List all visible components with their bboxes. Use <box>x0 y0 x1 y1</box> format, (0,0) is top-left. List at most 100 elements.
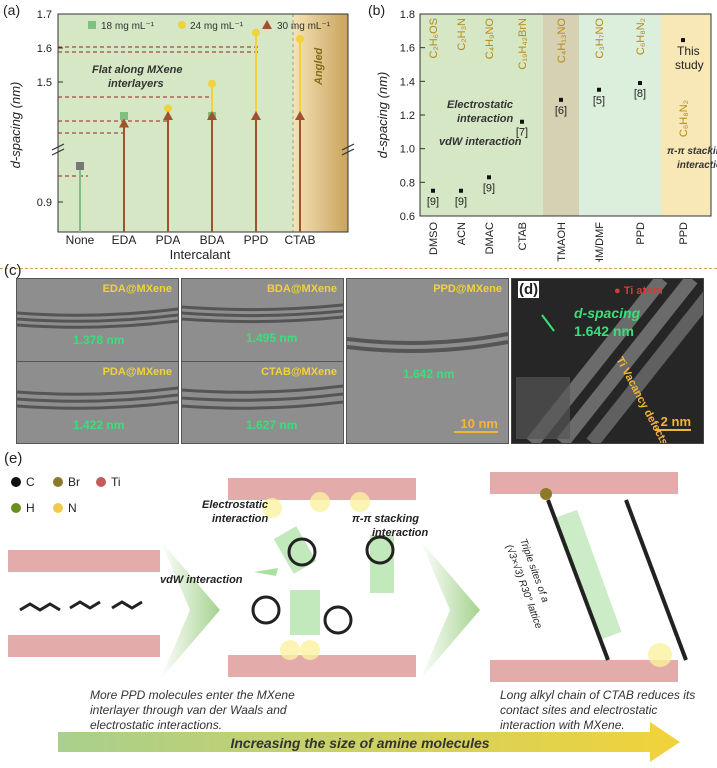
b-xtick-label: HM/DMF <box>594 222 606 262</box>
b-xtick-label: PPD <box>678 222 690 245</box>
b-formula: C₂H₆OS <box>428 18 440 59</box>
a-xtick-pda: PDA <box>156 233 181 247</box>
b-ref: [9] <box>455 196 467 208</box>
legend-a-18: 18 mg mL⁻¹ <box>101 21 155 32</box>
tem-bda-label: BDA@MXene <box>266 283 337 295</box>
tem-bda: BDA@MXene 1.495 nm <box>181 278 344 362</box>
xlabel-a: Intercalant <box>170 247 231 262</box>
e-electrostatic2: interaction <box>212 513 269 525</box>
b-this: This <box>677 44 700 58</box>
b-point <box>431 188 435 193</box>
flat-region <box>58 14 293 232</box>
atom-legend-label: C <box>26 475 35 489</box>
left-mxene <box>8 550 160 657</box>
a-point-30 <box>207 111 217 120</box>
b-formula: C₃H₇NO <box>594 18 606 59</box>
b-ref: [7] <box>516 127 528 139</box>
tem-ppd: PPD@MXene 1.642 nm 10 nm <box>346 278 509 444</box>
atom-legend-ti <box>96 477 106 487</box>
a-point-18 <box>76 162 84 170</box>
b-xtick-label: TMAOH <box>556 222 568 262</box>
tem-pda-d: 1.422 nm <box>73 418 125 432</box>
b-xtick-label: DMAC <box>484 222 496 254</box>
atom-legend-label: Br <box>68 475 80 489</box>
atom-legend-br <box>53 477 63 487</box>
b-pipi: π-π stacking <box>667 146 717 157</box>
region-flat-label: Flat along MXene <box>92 64 182 76</box>
stem-image: ● Ti atom d-spacing 1.642 nm Ti Vacancy … <box>511 278 704 444</box>
legend-a-square <box>88 21 96 29</box>
b-ytick-label: 1.8 <box>400 9 415 21</box>
a-ytick-label: 1.6 <box>37 43 52 55</box>
atom-legend-n <box>53 503 63 513</box>
a-point-24 <box>208 79 216 88</box>
b-ytick-label: 1.0 <box>400 144 415 156</box>
b-pipi2: interaction <box>677 160 717 171</box>
panel-b-chart: 0.6 0.8 1.0 1.2 1.4 1.6 1.8 [9] C₂H₆OS [9] C₂H₃N [… <box>368 2 717 262</box>
b-point <box>559 97 563 102</box>
a-ytick-label: 0.9 <box>37 197 52 209</box>
b-study: study <box>675 58 704 72</box>
b-formula: C₆H₈N₂ <box>678 100 690 137</box>
a-xtick-none: None <box>66 233 95 247</box>
b-ytick-label: 1.2 <box>400 110 415 122</box>
b-ytick-label: 1.4 <box>400 76 415 88</box>
b-point <box>681 38 685 43</box>
legend-a-circle <box>178 21 186 29</box>
b-ytick-label: 0.8 <box>400 177 415 189</box>
b-xtick-label: CTAB <box>517 222 529 251</box>
b-xtick-label: ACN <box>456 222 468 245</box>
panel-label-a: (a) <box>3 2 20 18</box>
b-point <box>487 175 491 180</box>
tem-eda-label: EDA@MXene <box>102 283 172 295</box>
b-vdw: vdW interaction <box>439 136 522 148</box>
panel-label-c: (c) <box>4 262 22 279</box>
b-ref: [8] <box>634 88 646 100</box>
atom-legend-label: H <box>26 501 35 515</box>
legend-a-30: 30 mg mL⁻¹ <box>277 21 331 32</box>
a-xtick-ctab: CTAB <box>284 233 315 247</box>
legend-a-24: 24 mg mL⁻¹ <box>190 21 244 32</box>
a-point-30 <box>295 111 305 120</box>
arrow-text: Increasing the size of amine molecules <box>230 735 489 751</box>
b-ref: [9] <box>427 196 439 208</box>
a-point-24 <box>252 28 260 37</box>
tem-ctab-d: 1.627 nm <box>246 418 298 432</box>
a-point-30 <box>163 111 173 120</box>
region-flat-label2: interlayers <box>108 78 164 90</box>
e-pipi2: interaction <box>372 527 429 539</box>
tem-ppd-d: 1.642 nm <box>403 367 455 381</box>
b-interaction: interaction <box>457 113 514 125</box>
b-ytick-label: 0.6 <box>400 211 415 223</box>
e-vdw: vdW interaction <box>160 574 243 586</box>
chevron-2 <box>420 540 480 680</box>
tem-pda: PDA@MXene 1.422 nm <box>16 361 179 444</box>
middle-mxene <box>228 478 416 677</box>
panel-label-d: (d) <box>518 281 540 298</box>
tem-scale-bar <box>454 431 498 433</box>
chevron-1 <box>160 540 220 680</box>
a-point-30 <box>119 118 129 128</box>
plot-frame-a <box>57 13 349 233</box>
a-xtick-bda: BDA <box>200 233 225 247</box>
panel-a-chart: 1.51.61.70.9 18 mg mL⁻¹ 24 mg mL⁻¹ 30 mg… <box>3 2 355 262</box>
ti-atom-text: Ti atom <box>623 285 663 297</box>
b-electrostatic: Electrostatic <box>447 99 513 111</box>
a-point-18 <box>120 112 128 120</box>
tem-pda-label: PDA@MXene <box>102 366 172 378</box>
atom-legend-label: N <box>68 501 77 515</box>
ylabel-b: d-spacing (nm) <box>375 72 390 159</box>
atom-legend-c <box>11 477 21 487</box>
tem-eda: EDA@MXene 1.378 nm <box>16 278 179 362</box>
d-spacing-value: 1.642 nm <box>574 323 634 339</box>
b-xtick-label: PPD <box>635 222 647 245</box>
panel-label-b: (b) <box>368 2 385 18</box>
a-xtick-eda: EDA <box>112 233 137 247</box>
b-formula: C₂H₃N <box>456 18 468 51</box>
b-ytick-label: 1.6 <box>400 43 415 55</box>
tem-ppd-label: PPD@MXene <box>433 283 502 295</box>
b-formula: C₄H₁₃NO <box>556 18 568 64</box>
ylabel-a: d-spacing (nm) <box>8 82 23 169</box>
b-ref: [5] <box>593 95 605 107</box>
